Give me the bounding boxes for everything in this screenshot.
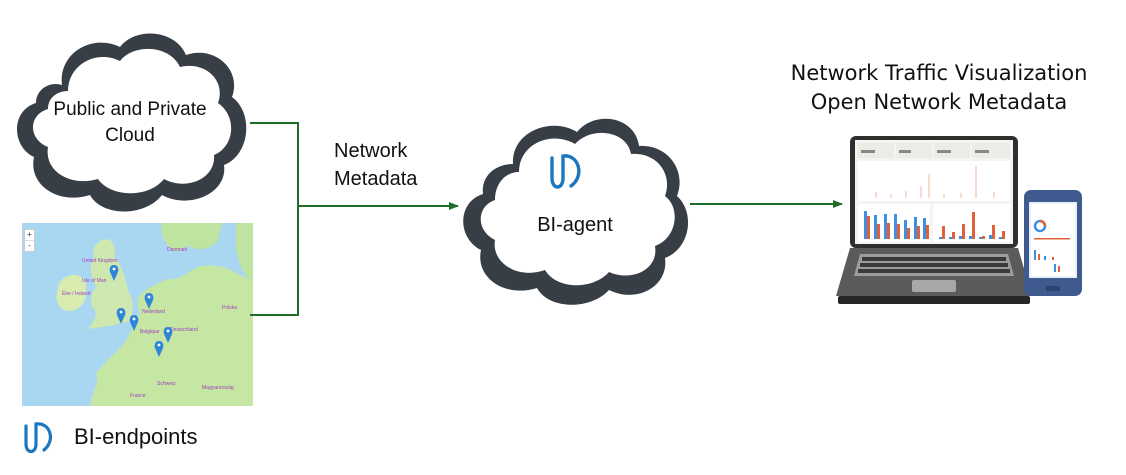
map-pins	[109, 265, 173, 357]
map-label: Nederland	[142, 309, 166, 315]
map-pin-icon[interactable]	[116, 308, 126, 324]
phone-home-button	[1046, 286, 1060, 291]
map-label: Isle of Man	[82, 278, 107, 284]
zoom-out-button[interactable]: -	[25, 240, 34, 251]
map-label: Danmark	[167, 247, 188, 253]
cloud-label: Public and Private Cloud	[30, 97, 230, 149]
map-label: Éire / Ireland	[62, 291, 91, 297]
laptop-dashboard	[836, 136, 1036, 308]
mini-line-chart	[875, 166, 995, 198]
output-title-line2: Open Network Metadata	[810, 90, 1068, 114]
endpoints-map[interactable]: United Kingdom Isle of Man Éire / Irelan…	[22, 223, 253, 406]
bi-agent-label: BI-agent	[537, 214, 613, 236]
map-land-shapes	[56, 223, 253, 406]
map-pin-icon[interactable]	[154, 341, 164, 357]
cloud-shape-icon	[17, 33, 247, 212]
phone-icon	[1024, 190, 1082, 296]
laptop-icon	[836, 136, 1032, 304]
map-pin-icon[interactable]	[109, 265, 119, 281]
map-pin-icon[interactable]	[163, 327, 173, 343]
network-metadata-label: Network Metadata	[334, 137, 417, 193]
map-label: France	[130, 393, 146, 399]
bi-endpoints-label: BI-endpoints	[74, 424, 198, 449]
cloud-label-line1: Public and Private	[53, 99, 207, 120]
flow-label-line2: Metadata	[334, 168, 418, 190]
map-pin-icon[interactable]	[129, 315, 139, 331]
cloud-shape-icon	[463, 118, 689, 305]
output-title: Network Traffic Visualization Open Netwo…	[759, 59, 1119, 117]
map-pin-icon[interactable]	[144, 293, 154, 309]
phone-dashboard	[1024, 190, 1084, 298]
bi-agent-cloud: BI-agent	[455, 108, 693, 308]
map-label: Polska	[222, 305, 238, 311]
mini-bar-chart	[864, 211, 929, 239]
cloud-label-line2: Cloud	[105, 125, 155, 146]
zoom-in-button[interactable]: +	[27, 230, 32, 239]
map-label: United Kingdom	[82, 258, 118, 264]
flow-label-line1: Network	[334, 140, 408, 162]
bi-logo-icon	[550, 154, 581, 189]
keyboard-keys	[858, 257, 1010, 273]
public-private-cloud: Public and Private Cloud	[10, 25, 250, 215]
mini-bar-chart	[939, 212, 1005, 239]
map-label: Schweiz	[157, 381, 176, 387]
trackpad	[912, 280, 956, 292]
map-zoom-control: + -	[24, 229, 35, 252]
map-label: Belgique	[140, 329, 160, 335]
cloud-connector-line	[250, 122, 299, 316]
output-title-line1: Network Traffic Visualization	[790, 61, 1088, 85]
map-label: Deutschland	[170, 327, 198, 333]
map-label: Magyarország	[202, 385, 234, 391]
bi-logo-icon	[24, 422, 53, 454]
